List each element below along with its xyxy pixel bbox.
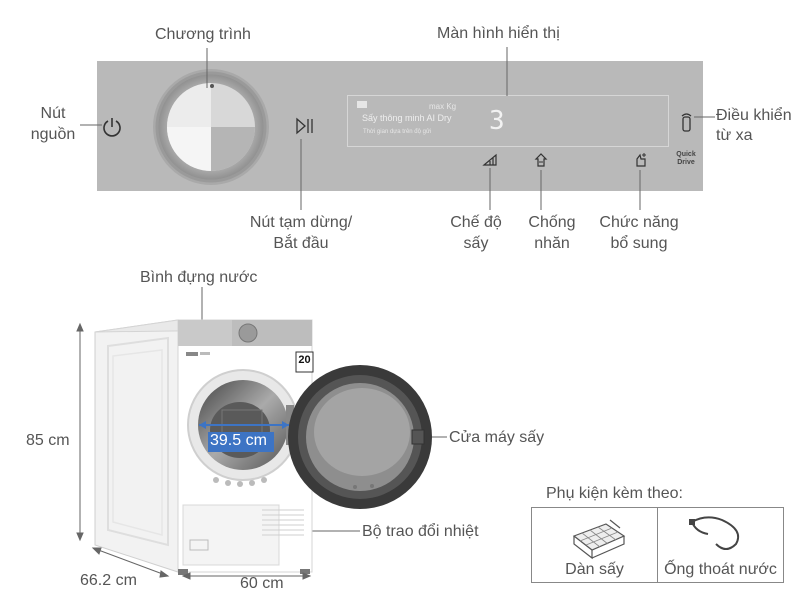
remote-label-line2: từ xa [716,127,753,144]
power-label-line1: Nút [40,105,66,122]
width-dimension: 60 cm [240,575,284,592]
drying-rack-icon [572,519,626,560]
water-tank-label: Bình đựng nước [140,269,258,286]
pause-label-line2: Bắt đầu [273,235,329,252]
extra-function-label-line1: Chức năng [599,214,679,231]
dry-level-icon[interactable] [482,153,498,167]
anti-wrinkle-label-line2: nhăn [534,235,570,252]
program-label: Chương trình [155,26,251,43]
accessory-label: Ống thoát nước [664,561,777,578]
display-screen [347,95,669,147]
dry-level-label-line1: Chế độ [450,214,502,231]
accessories-title: Phụ kiện kèm theo: [546,485,683,502]
display-screen-label: Màn hình hiển thị [437,25,560,42]
height-dimension: 85 cm [26,432,70,449]
dry-level-label-line2: sấy [463,235,489,252]
play-pause-icon[interactable] [295,117,315,135]
remote-control-icon[interactable] [680,112,694,134]
display-main-text: Sấy thông minh AI Dry [362,113,452,123]
display-max-kg: max Kg [429,102,457,111]
anti-wrinkle-icon[interactable] [533,151,549,169]
quick-drive-label: Quick Drive [676,151,696,166]
power-label-line2: nguồn [30,126,76,143]
extra-function-label-line2: bổ sung [610,235,668,252]
depth-dimension: 66.2 cm [80,572,137,589]
door-label: Cửa máy sấy [449,429,545,446]
door-diameter-box: 39.5 cm [208,432,274,452]
accessory-item: Dàn sấy [532,508,657,582]
capacity-badge: 20 [298,354,311,366]
water-tank [178,320,232,346]
anti-wrinkle-label-line1: Chống [528,214,576,231]
accessory-label: Dàn sấy [565,561,624,578]
heat-exchanger-label: Bộ trao đổi nhiệt [362,523,479,540]
pause-label-line1: Nút tạm dừng/ [249,214,353,231]
drain-hose-icon [689,516,740,550]
display-digit: 3 [489,106,505,136]
power-icon[interactable] [101,116,123,138]
extra-function-icon[interactable] [633,151,649,169]
remote-label-line1: Điều khiển [716,107,792,124]
accessory-item: Ống thoát nước [657,508,783,582]
display-icon [357,101,367,108]
door-diameter-label: 39.5 cm [210,432,267,449]
accessories-table: Dàn sấy Ống thoát nước [531,507,784,583]
display-sub-text: Thời gian dựa trên độ gửi [363,129,432,135]
